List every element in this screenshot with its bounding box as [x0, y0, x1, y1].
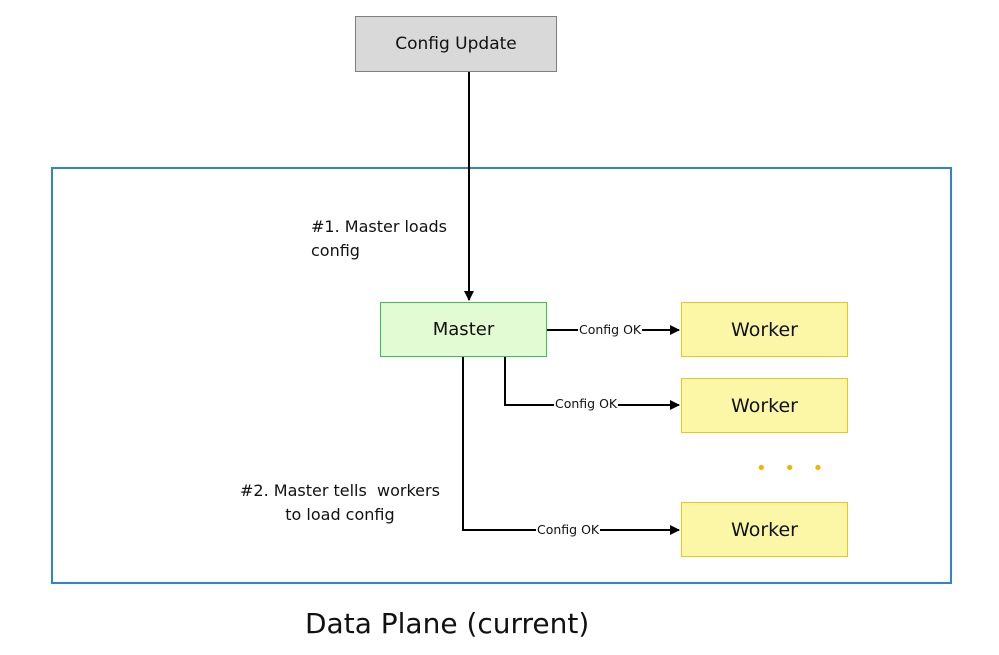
- more-workers-ellipsis: • • •: [756, 458, 830, 479]
- worker-label: Worker: [731, 394, 798, 417]
- worker-label: Worker: [731, 518, 798, 541]
- edge-master-to-worker-2: [504, 357, 680, 410]
- edge-label-config-ok: Config OK: [554, 396, 619, 411]
- step1-annotation: #1. Master loads config: [311, 217, 448, 260]
- edge-master-to-worker-3: [462, 357, 680, 535]
- worker-node: Worker: [681, 378, 848, 433]
- worker-label: Worker: [731, 318, 798, 341]
- config-update-label: Config Update: [395, 34, 517, 54]
- master-label: Master: [432, 319, 495, 340]
- worker-node: Worker: [681, 502, 848, 557]
- edge-label-config-ok: Config OK: [578, 322, 643, 337]
- diagram-caption: Data Plane (current): [305, 607, 590, 640]
- edge-label-config-ok: Config OK: [536, 522, 601, 537]
- master-node: Master: [380, 302, 547, 357]
- worker-node: Worker: [681, 302, 848, 357]
- data-plane-container: [51, 167, 952, 584]
- step2-annotation: #2. Master tells workers to load config: [240, 481, 440, 524]
- config-update-node: Config Update: [355, 16, 557, 72]
